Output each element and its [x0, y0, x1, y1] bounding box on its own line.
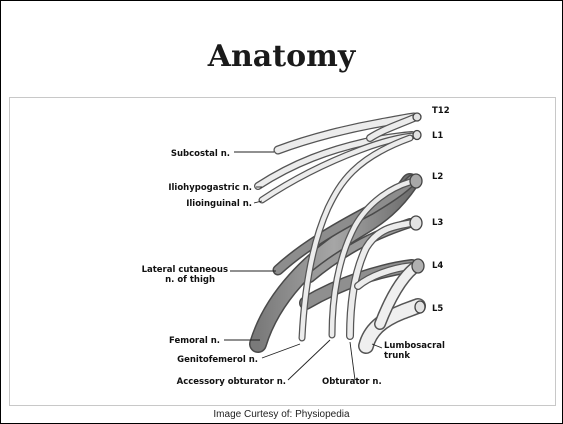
label-genitofemoral: Genitofemerol n.	[177, 355, 258, 365]
label-ilioinguinal: Ilioinguinal n.	[186, 199, 252, 209]
root-label-l3: L3	[432, 218, 443, 228]
image-caption: Image Curtesy of: Physiopedia	[1, 409, 562, 420]
lumbar-plexus-figure: T12 L1 L2 L3 L4 L5 Subcosta	[9, 97, 556, 406]
label-lateral-cutaneous-1: Lateral cutaneous	[142, 265, 228, 275]
root-label-t12: T12	[432, 106, 450, 116]
label-lateral-cutaneous-2: n. of thigh	[165, 275, 215, 285]
root-label-l4: L4	[432, 261, 443, 271]
label-lumbosacral-1: Lumbosacral	[384, 341, 445, 351]
label-accessory-obturator: Accessory obturator n.	[177, 377, 286, 387]
label-iliohypogastric: Iliohypogastric n.	[168, 183, 252, 193]
label-obturator: Obturator n.	[322, 377, 382, 387]
label-subcostal: Subcostal n.	[171, 149, 230, 159]
label-lumbosacral-2: trunk	[384, 351, 410, 361]
label-femoral: Femoral n.	[169, 336, 220, 346]
root-label-l1: L1	[432, 131, 443, 141]
slide-title: Anatomy	[1, 39, 562, 74]
root-ends	[410, 113, 425, 313]
root-label-l2: L2	[432, 172, 443, 182]
root-labels: T12 L1 L2 L3 L4 L5	[432, 106, 450, 314]
lumbar-plexus-diagram: T12 L1 L2 L3 L4 L5 Subcosta	[10, 98, 555, 405]
root-label-l5: L5	[432, 304, 443, 314]
